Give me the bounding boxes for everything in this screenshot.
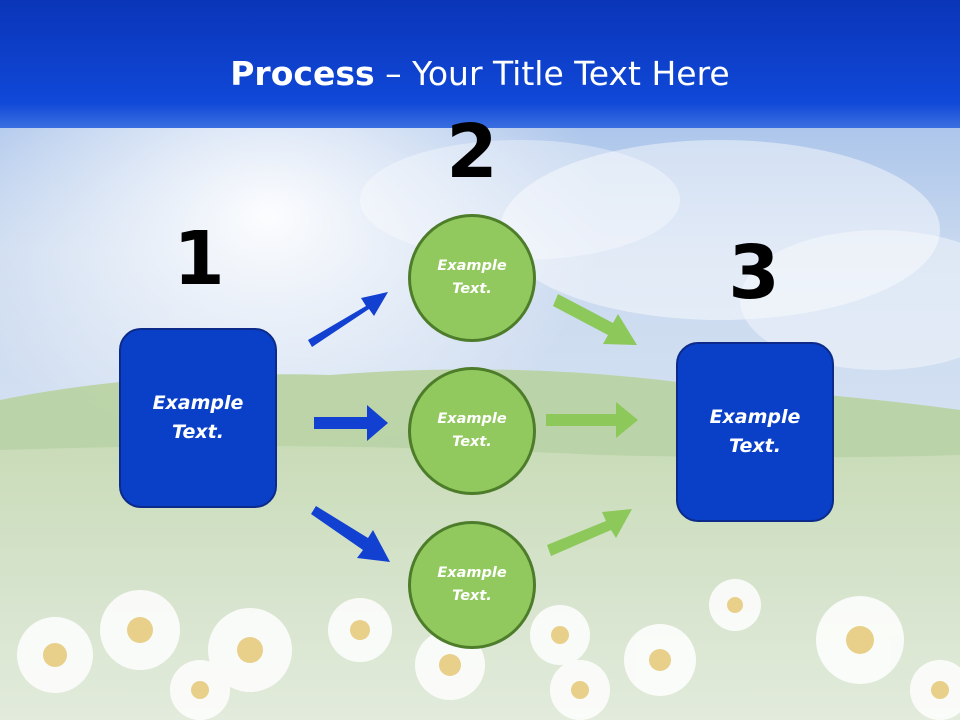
title-bold: Process (230, 54, 375, 93)
step-number-3: 3 (728, 230, 780, 316)
step-2-circle-middle-text: Example Text. (437, 411, 507, 450)
step-number-2: 2 (446, 109, 498, 195)
step-3-text: Example Text. (709, 406, 801, 457)
step-2-circle-top-text: Example Text. (437, 258, 507, 297)
step-2-circle-middle: Example Text. (408, 367, 536, 495)
step-3-box: Example Text. (676, 342, 834, 522)
step-2-circle-bottom: Example Text. (408, 521, 536, 649)
step-2-circle-bottom-text: Example Text. (437, 565, 507, 604)
step-2-circle-top: Example Text. (408, 214, 536, 342)
title-rest: – Your Title Text Here (374, 54, 730, 93)
slide-title: Process – Your Title Text Here (0, 52, 960, 96)
step-1-box: Example Text. (119, 328, 277, 508)
step-1-text: Example Text. (152, 392, 244, 443)
step-number-1: 1 (173, 216, 225, 302)
